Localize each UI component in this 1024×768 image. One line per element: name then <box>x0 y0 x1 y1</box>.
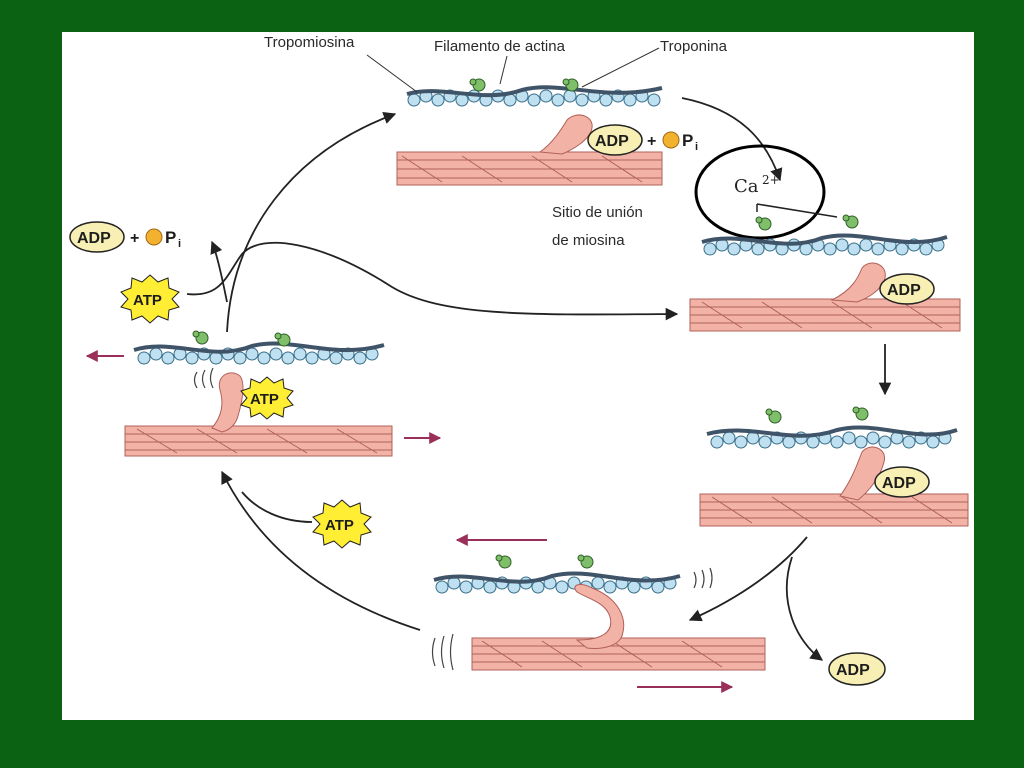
slide-panel: Tropomiosina Filamento de actina Troponi… <box>62 32 974 720</box>
cycle-arrow-adp-pi-out <box>210 240 228 303</box>
label-actin-filament: Filamento de actina <box>434 38 566 55</box>
atp-label: ATP <box>133 292 162 309</box>
calcium-charge-label: 2+ <box>762 173 780 187</box>
bottom-state <box>431 534 766 693</box>
atp-starburst-bottom: ATP <box>312 499 372 549</box>
plus-label: + <box>130 230 139 247</box>
calcium-label: Ca <box>734 176 759 197</box>
contraction-cycle-diagram: Tropomiosina Filamento de actina Troponi… <box>69 34 969 693</box>
phosphate-icon <box>662 131 680 149</box>
phosphate-sub-label: i <box>178 238 181 250</box>
adp-release-badge: ADP <box>828 652 886 686</box>
left-state: ATP <box>85 330 442 457</box>
label-binding-site-2: de miosina <box>552 232 625 249</box>
myosin-head <box>211 372 244 433</box>
cycle-arrow-atp-in <box>241 491 313 523</box>
cycle-arrows <box>186 97 892 661</box>
thick-filament <box>396 151 663 186</box>
atp-starburst-left-state: ATP <box>240 376 294 420</box>
label-binding-site-1: Sitio de unión <box>552 204 643 221</box>
vibration-lines <box>193 367 214 389</box>
atp-label: ATP <box>250 391 279 408</box>
top-state <box>396 78 663 186</box>
adp-label: ADP <box>887 282 921 299</box>
phosphate-label: P <box>165 228 176 247</box>
cycle-arrow-atp-to-stroke <box>186 241 679 321</box>
actin-filament <box>406 85 663 107</box>
cycle-arrow-bottom-right <box>688 536 808 622</box>
phosphate-icon <box>145 228 163 246</box>
label-tropomyosin: Tropomiosina <box>264 34 355 51</box>
phosphate-label: P <box>682 131 693 150</box>
myosin-head <box>830 262 886 303</box>
label-troponin: Troponina <box>660 38 728 55</box>
vibration-lines <box>431 567 713 671</box>
adp-pi-badge-left: ADP + P i <box>69 221 181 253</box>
adp-label: ADP <box>882 475 916 492</box>
myosin-head <box>574 584 625 649</box>
adp-pi-badge-top: ADP + P i <box>587 124 698 156</box>
calcium-highlight: Ca 2+ <box>694 144 838 240</box>
atp-label: ATP <box>325 517 354 534</box>
right-upper-state: ADP <box>689 214 961 332</box>
adp-label: ADP <box>595 133 629 150</box>
phosphate-sub-label: i <box>695 141 698 153</box>
atp-starburst-left: ATP <box>120 274 180 324</box>
troponin-complex <box>469 78 579 92</box>
right-lower-state: ADP <box>699 406 969 527</box>
myosin-head <box>538 114 593 155</box>
myosin-head <box>839 446 886 501</box>
cycle-arrow-adp-release <box>785 556 824 661</box>
top-labels: Tropomiosina Filamento de actina Troponi… <box>264 34 728 93</box>
cycle-arrow-bottom-left <box>221 470 421 631</box>
adp-label: ADP <box>77 230 111 247</box>
highlight-circle <box>694 144 826 240</box>
plus-label: + <box>647 133 656 150</box>
cycle-arrow-up-left <box>226 112 397 333</box>
cycle-arrow-top-right <box>681 97 783 182</box>
adp-label: ADP <box>836 662 870 679</box>
